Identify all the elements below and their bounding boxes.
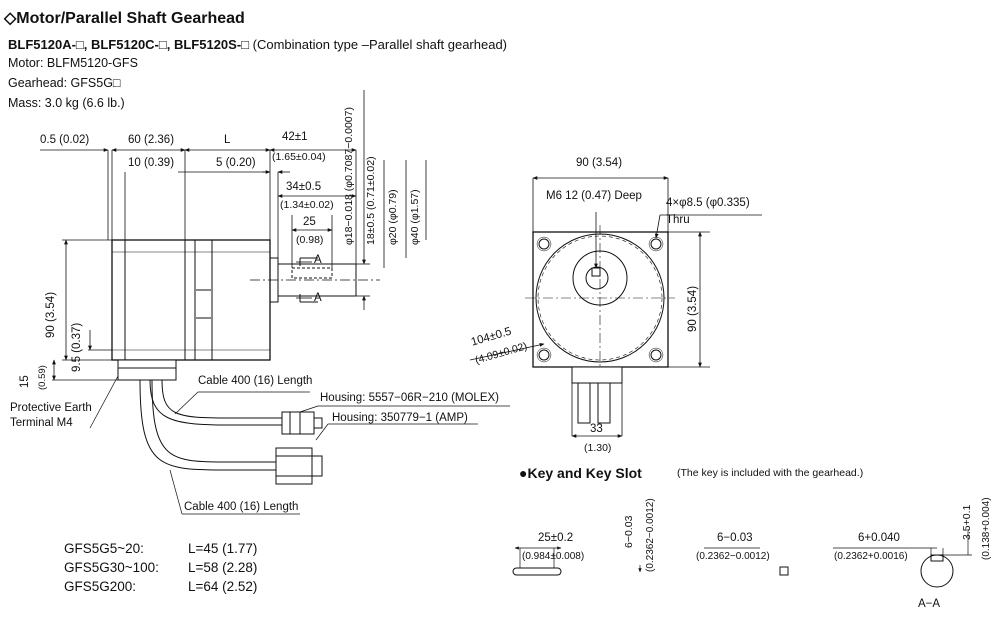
dim-25-in: (0.98) <box>296 234 324 246</box>
mass-label: Mass: 3.0 kg (6.6 lb.) <box>8 96 125 110</box>
dim-front-width: 90 (3.54) <box>576 157 623 169</box>
cable-2-label: Cable 400 (16) Length <box>184 501 299 513</box>
tap-hole-label: M6 12 (0.47) Deep <box>546 190 642 202</box>
page-title: ◇Motor/Parallel Shaft Gearhead <box>4 10 245 27</box>
cable-1-label: Cable 400 (16) Length <box>198 375 313 387</box>
length-value: L=45 (1.77) <box>188 541 258 556</box>
dim-10: 10 (0.39) <box>128 157 175 169</box>
key-height-in: (0.2362−0.0012) <box>645 498 656 572</box>
gearhead-label: Gearhead: GFS5G□ <box>8 76 121 90</box>
side-view-motor <box>111 239 271 381</box>
section-mark-bottom: A <box>314 292 322 304</box>
dim-15-in: (0.59) <box>37 365 48 390</box>
model-numbers: BLF5120A-□, BLF5120C-□, BLF5120S-□ <box>8 37 250 52</box>
key-length: 25±0.2 <box>538 532 574 544</box>
dim-33-in: (1.30) <box>584 442 612 454</box>
length-model: GFS5G200: <box>64 579 137 594</box>
dim-key-height: 18±0.5 (0.71±0.02) <box>365 156 377 245</box>
dim-diameter-40: φ40 (φ1.57) <box>409 189 421 245</box>
length-value: L=58 (2.28) <box>188 560 258 575</box>
dim-25: 25 <box>303 216 316 228</box>
length-model: GFS5G5~20: <box>64 541 144 556</box>
front-view-dimensions <box>469 176 762 438</box>
key-slot-section <box>833 529 972 588</box>
key-top-view <box>512 546 642 576</box>
dim-front-height: 90 (3.54) <box>687 285 699 332</box>
key-section-title: ●Key and Key Slot <box>519 465 642 481</box>
model-list: BLF5120A-□, BLF5120C-□, BLF5120S-□ (Comb… <box>8 38 507 51</box>
key-width: 6−0.03 <box>717 532 753 544</box>
slot-depth-in: (0.138+0.004) <box>981 497 992 560</box>
slot-width-in: (0.2362+0.0016) <box>834 551 908 562</box>
dim-diameter-20: φ20 (φ0.79) <box>387 189 399 245</box>
length-model: GFS5G30~100: <box>64 560 159 575</box>
dim-9-5: 9.5 (0.37) <box>71 322 83 372</box>
dim-34: 34±0.5 <box>286 181 322 193</box>
key-end-view <box>704 547 789 576</box>
slot-width: 6+0.040 <box>858 532 900 544</box>
dim-shaft-length-in: (1.65±0.04) <box>272 151 326 163</box>
dim-motor-length: 60 (2.36) <box>128 134 175 146</box>
dim-15: 15 <box>19 375 31 388</box>
front-view-flange <box>525 225 675 424</box>
dim-shaft-length: 42±1 <box>282 131 308 143</box>
dim-5: 5 (0.20) <box>216 157 256 169</box>
housing-molex-label: Housing: 5557−06R−210 (MOLEX) <box>320 392 499 404</box>
thru-label: Thru <box>666 214 690 226</box>
slot-depth: 3.5+0.1 <box>961 504 973 540</box>
length-value: L=64 (2.52) <box>188 579 258 594</box>
side-view-dimensions <box>40 90 427 381</box>
key-length-in: (0.984±0.008) <box>522 551 585 562</box>
section-mark-top: A <box>314 254 322 266</box>
motor-label: Motor: BLFM5120-GFS <box>8 56 138 70</box>
section-a-a-label: A−A <box>918 598 941 610</box>
side-view-cables <box>89 375 510 515</box>
housing-amp-label: Housing: 350779−1 (AMP) <box>332 412 468 424</box>
dim-shaft-diameter: φ18−0.018 (φ0.7087−0.0007) <box>343 107 355 245</box>
pe-terminal-label-1: Protective Earth <box>10 402 92 414</box>
key-height: 6−0.03 <box>623 515 635 548</box>
pe-terminal-label-2: Terminal M4 <box>10 417 73 429</box>
side-view-shaft <box>250 257 380 303</box>
key-width-in: (0.2362−0.0012) <box>696 551 770 562</box>
dim-33: 33 <box>590 423 603 435</box>
dim-flange-gap: 0.5 (0.02) <box>40 134 90 146</box>
mounting-holes-label: 4×φ8.5 (φ0.335) <box>666 197 750 209</box>
dim-gearhead-length: L <box>224 134 231 146</box>
key-section-note: (The key is included with the gearhead.) <box>677 467 864 479</box>
model-note: (Combination type –Parallel shaft gearhe… <box>252 37 508 52</box>
dim-height-90: 90 (3.54) <box>45 291 57 338</box>
dim-34-in: (1.34±0.02) <box>280 199 334 211</box>
